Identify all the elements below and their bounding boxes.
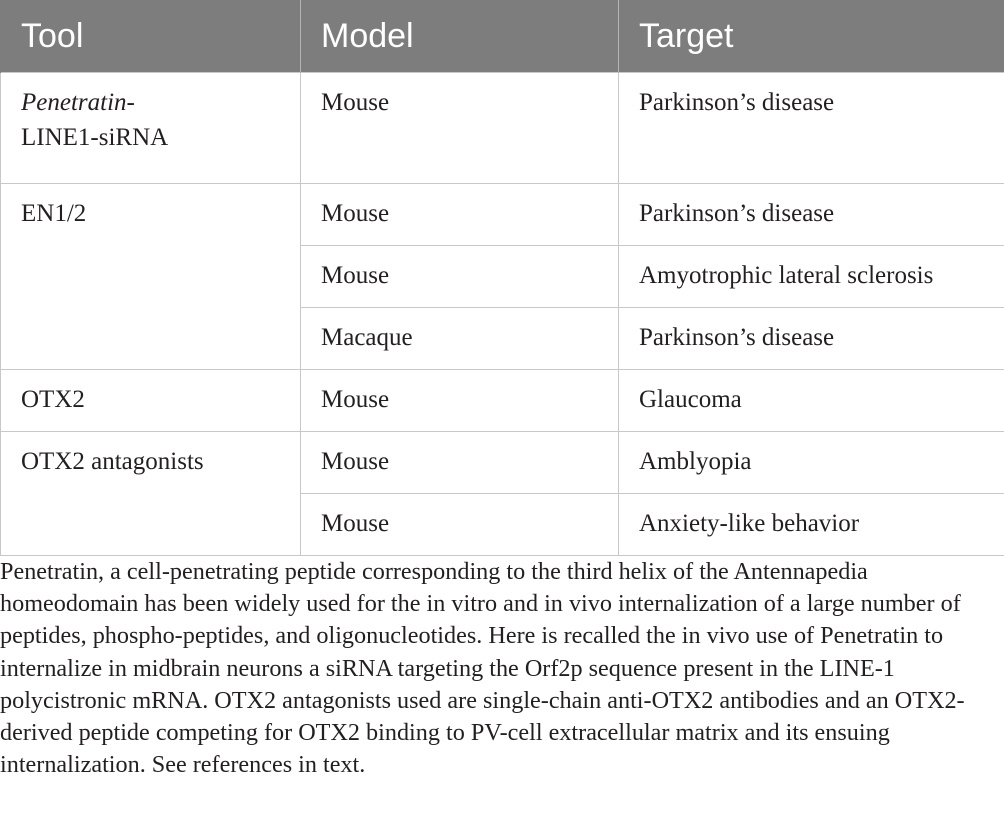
- cell-target: Parkinson’s disease: [618, 72, 1004, 184]
- cell-model: Mouse: [300, 183, 619, 246]
- header-row: Tool Model Target: [0, 0, 1004, 73]
- cell-target: Glaucoma: [618, 369, 1004, 432]
- table-header: Tool Model Target: [0, 0, 1004, 73]
- table-footnote: Penetratin, a cell-penetrating peptide c…: [0, 558, 965, 779]
- cell-model: Mouse: [300, 72, 619, 184]
- tool-name-rest: LINE1-siRNA: [21, 124, 169, 151]
- table-row: Penetratin- LINE1-siRNA Mouse Parkinson’…: [0, 72, 1004, 184]
- table-body: Penetratin- LINE1-siRNA Mouse Parkinson’…: [0, 72, 1004, 556]
- header-model: Model: [300, 0, 619, 73]
- cell-model: Macaque: [300, 307, 619, 370]
- header-target: Target: [618, 0, 1004, 73]
- table-row: OTX2 antagonists Mouse Amblyopia: [0, 431, 1004, 556]
- cell-tool: EN1/2: [0, 183, 301, 370]
- cell-target: Amblyopia: [618, 431, 1004, 494]
- tool-name-italic: Penetratin-: [21, 89, 135, 116]
- table-row: Mouse Amyotrophic lateral sclerosis: [1, 245, 1004, 308]
- cell-tool: Penetratin- LINE1-siRNA: [0, 72, 301, 184]
- table-row: Mouse Anxiety-like behavior: [1, 493, 1004, 556]
- cell-target: Parkinson’s disease: [618, 307, 1004, 370]
- cell-target: Anxiety-like behavior: [618, 493, 1004, 556]
- cell-target: Parkinson’s disease: [618, 183, 1004, 246]
- header-tool: Tool: [0, 0, 301, 73]
- table-row: EN1/2 Mouse Parkinson’s disease: [0, 183, 1004, 370]
- cell-model: Mouse: [300, 245, 619, 308]
- cell-model: Mouse: [300, 369, 619, 432]
- cell-model: Mouse: [300, 431, 619, 494]
- cell-tool: OTX2: [0, 369, 301, 432]
- cell-model: Mouse: [300, 493, 619, 556]
- cell-target: Amyotrophic lateral sclerosis: [618, 245, 1004, 308]
- data-table: Tool Model Target Penetratin- LINE1-siRN…: [0, 0, 1004, 556]
- table-container: Tool Model Target Penetratin- LINE1-siRN…: [0, 0, 1004, 556]
- table-row: OTX2 Mouse Glaucoma: [0, 369, 1004, 432]
- cell-tool: OTX2 antagonists: [0, 431, 301, 556]
